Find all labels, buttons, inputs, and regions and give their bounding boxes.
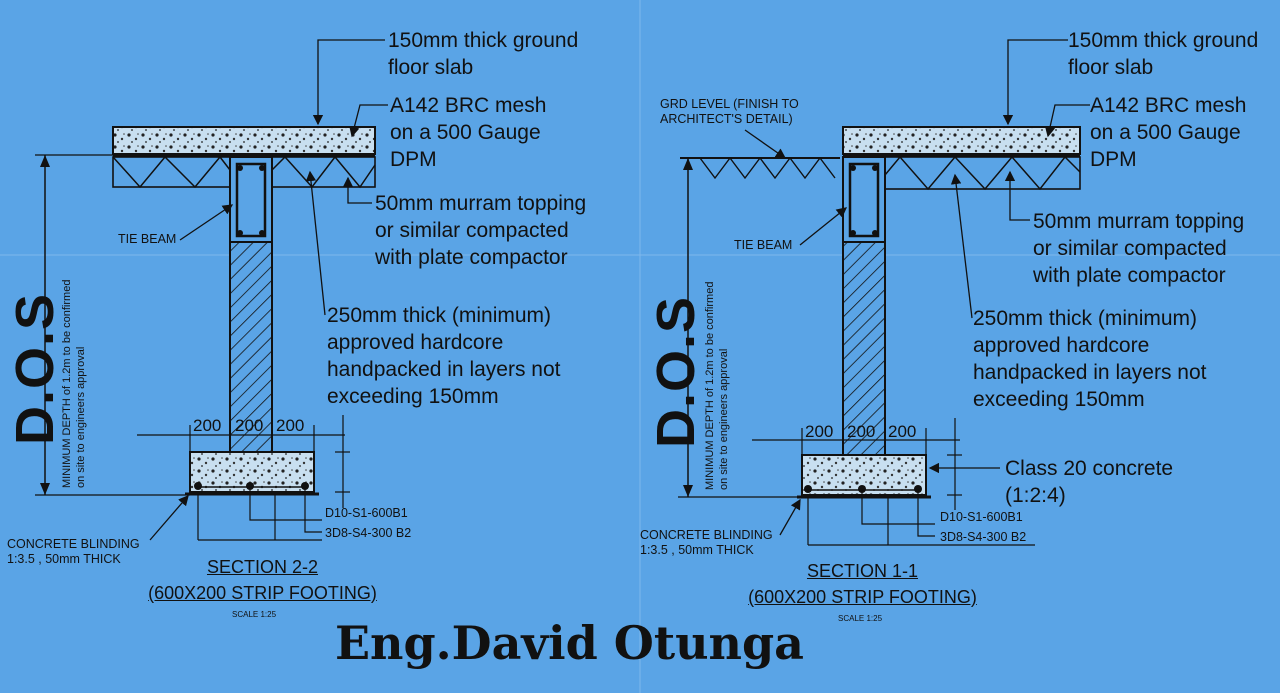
slab-note: 150mm thick ground floor slab	[388, 27, 578, 81]
tie-beam-label: TIE BEAM	[734, 238, 793, 252]
note-line: ARCHITECT'S DETAIL)	[660, 112, 793, 126]
engineer-signature: Eng.David Otunga	[335, 616, 804, 670]
section-subtitle: (600X200 STRIP FOOTING)	[148, 583, 377, 603]
slab-note: 150mm thick ground floor slab	[1068, 27, 1258, 81]
note-line: 50mm murram topping	[375, 192, 587, 215]
blinding-note: CONCRETE BLINDING 1:3.5 , 50mm THICK	[640, 528, 773, 558]
note-line: CONCRETE BLINDING	[640, 528, 773, 542]
dim-200: 200	[276, 416, 305, 435]
note-line: exceeding 150mm	[327, 385, 499, 408]
note-line: on site to engineers approval	[718, 348, 730, 490]
bar-bottom-label: 3D8-S4-300 B2	[940, 530, 1027, 544]
note-line: on a 500 Gauge	[1090, 121, 1241, 144]
murram-note: 50mm murram topping or similar compacted…	[1033, 208, 1244, 289]
ground-hatch	[699, 156, 836, 180]
hardcore-note: 250mm thick (minimum) approved hardcore …	[327, 302, 561, 410]
note-line: 1:3.5 , 50mm THICK	[640, 543, 754, 557]
note-line: or similar compacted	[375, 219, 569, 242]
note-line: with plate compactor	[375, 246, 568, 269]
depth-note: MINIMUM DEPTH of 1.2m to be confirmed on…	[703, 282, 731, 490]
masonry-wall	[229, 241, 273, 453]
note-line: 250mm thick (minimum)	[973, 307, 1198, 330]
section-2-2-drawing	[35, 39, 388, 541]
note-line: A142 BRC mesh	[390, 94, 547, 117]
hardcore-zigzag	[271, 155, 376, 189]
note-line: handpacked in layers not	[327, 358, 561, 381]
ground-floor-slab	[112, 126, 376, 155]
note-line: approved hardcore	[327, 331, 504, 354]
note-line: Class 20 concrete	[1005, 457, 1174, 480]
note-line: or similar compacted	[1033, 237, 1227, 260]
note-line: 150mm thick ground	[388, 29, 579, 52]
dim-200: 200	[235, 416, 264, 435]
note-line: A142 BRC mesh	[1090, 94, 1247, 117]
scale-label: SCALE 1:25	[838, 614, 883, 623]
dos-label: D.O.S	[646, 295, 706, 448]
section-title: SECTION 1-1	[806, 561, 919, 581]
note-line: with plate compactor	[1033, 264, 1226, 287]
note-line: CONCRETE BLINDING	[7, 537, 140, 551]
bar-bottom-label: 3D8-S4-300 B2	[325, 526, 412, 540]
ground-level-note: GRD LEVEL (FINISH TO ARCHITECT'S DETAIL)	[660, 97, 799, 127]
note-line: handpacked in layers not	[973, 361, 1207, 384]
bar-top-label: D10-S1-600B1	[325, 506, 408, 520]
note-line: 150mm thick ground	[1068, 29, 1259, 52]
bar-top-label: D10-S1-600B1	[940, 510, 1023, 524]
tie-beam-stirrup	[235, 162, 267, 238]
note-line: floor slab	[1068, 56, 1154, 79]
dim-200: 200	[847, 422, 876, 441]
dim-200: 200	[193, 416, 222, 435]
dim-200: 200	[888, 422, 917, 441]
note-line: MINIMUM DEPTH of 1.2m to be confirmed	[61, 279, 73, 488]
note-line: exceeding 150mm	[973, 388, 1145, 411]
note-line: 1:3.5 , 50mm THICK	[7, 552, 121, 566]
mesh-note: A142 BRC mesh on a 500 Gauge DPM	[1090, 92, 1246, 173]
dim-200: 200	[805, 422, 834, 441]
ground-floor-slab	[842, 126, 1081, 155]
section-title: SECTION 2-2	[206, 557, 319, 577]
note-line: 250mm thick (minimum)	[327, 304, 552, 327]
note-line: MINIMUM DEPTH of 1.2m to be confirmed	[704, 281, 716, 490]
depth-note: MINIMUM DEPTH of 1.2m to be confirmed on…	[60, 280, 88, 488]
hardcore-note: 250mm thick (minimum) approved hardcore …	[973, 305, 1207, 413]
hardcore-zigzag	[112, 155, 231, 189]
note-line: approved hardcore	[973, 334, 1150, 357]
note-line: (1:2:4)	[1005, 484, 1066, 507]
hardcore-zigzag	[884, 155, 1081, 191]
note-line: DPM	[390, 148, 437, 171]
scale-label: SCALE 1:25	[232, 610, 277, 619]
concrete-note: Class 20 concrete (1:2:4)	[1005, 455, 1173, 509]
note-line: DPM	[1090, 148, 1137, 171]
note-line: GRD LEVEL (FINISH TO	[660, 97, 799, 111]
dos-label: D.O.S	[5, 292, 65, 445]
murram-note: 50mm murram topping or similar compacted…	[375, 190, 586, 271]
tie-beam-label: TIE BEAM	[118, 232, 177, 246]
note-line: floor slab	[388, 56, 474, 79]
note-line: on a 500 Gauge	[390, 121, 541, 144]
note-line: on site to engineers approval	[75, 346, 87, 488]
tie-beam-stirrup	[848, 162, 880, 238]
note-line: 50mm murram topping	[1033, 210, 1245, 233]
section-subtitle: (600X200 STRIP FOOTING)	[748, 587, 977, 607]
section-1-1-drawing	[678, 39, 1090, 546]
blinding-note: CONCRETE BLINDING 1:3.5 , 50mm THICK	[7, 537, 140, 567]
mesh-note: A142 BRC mesh on a 500 Gauge DPM	[390, 92, 546, 173]
